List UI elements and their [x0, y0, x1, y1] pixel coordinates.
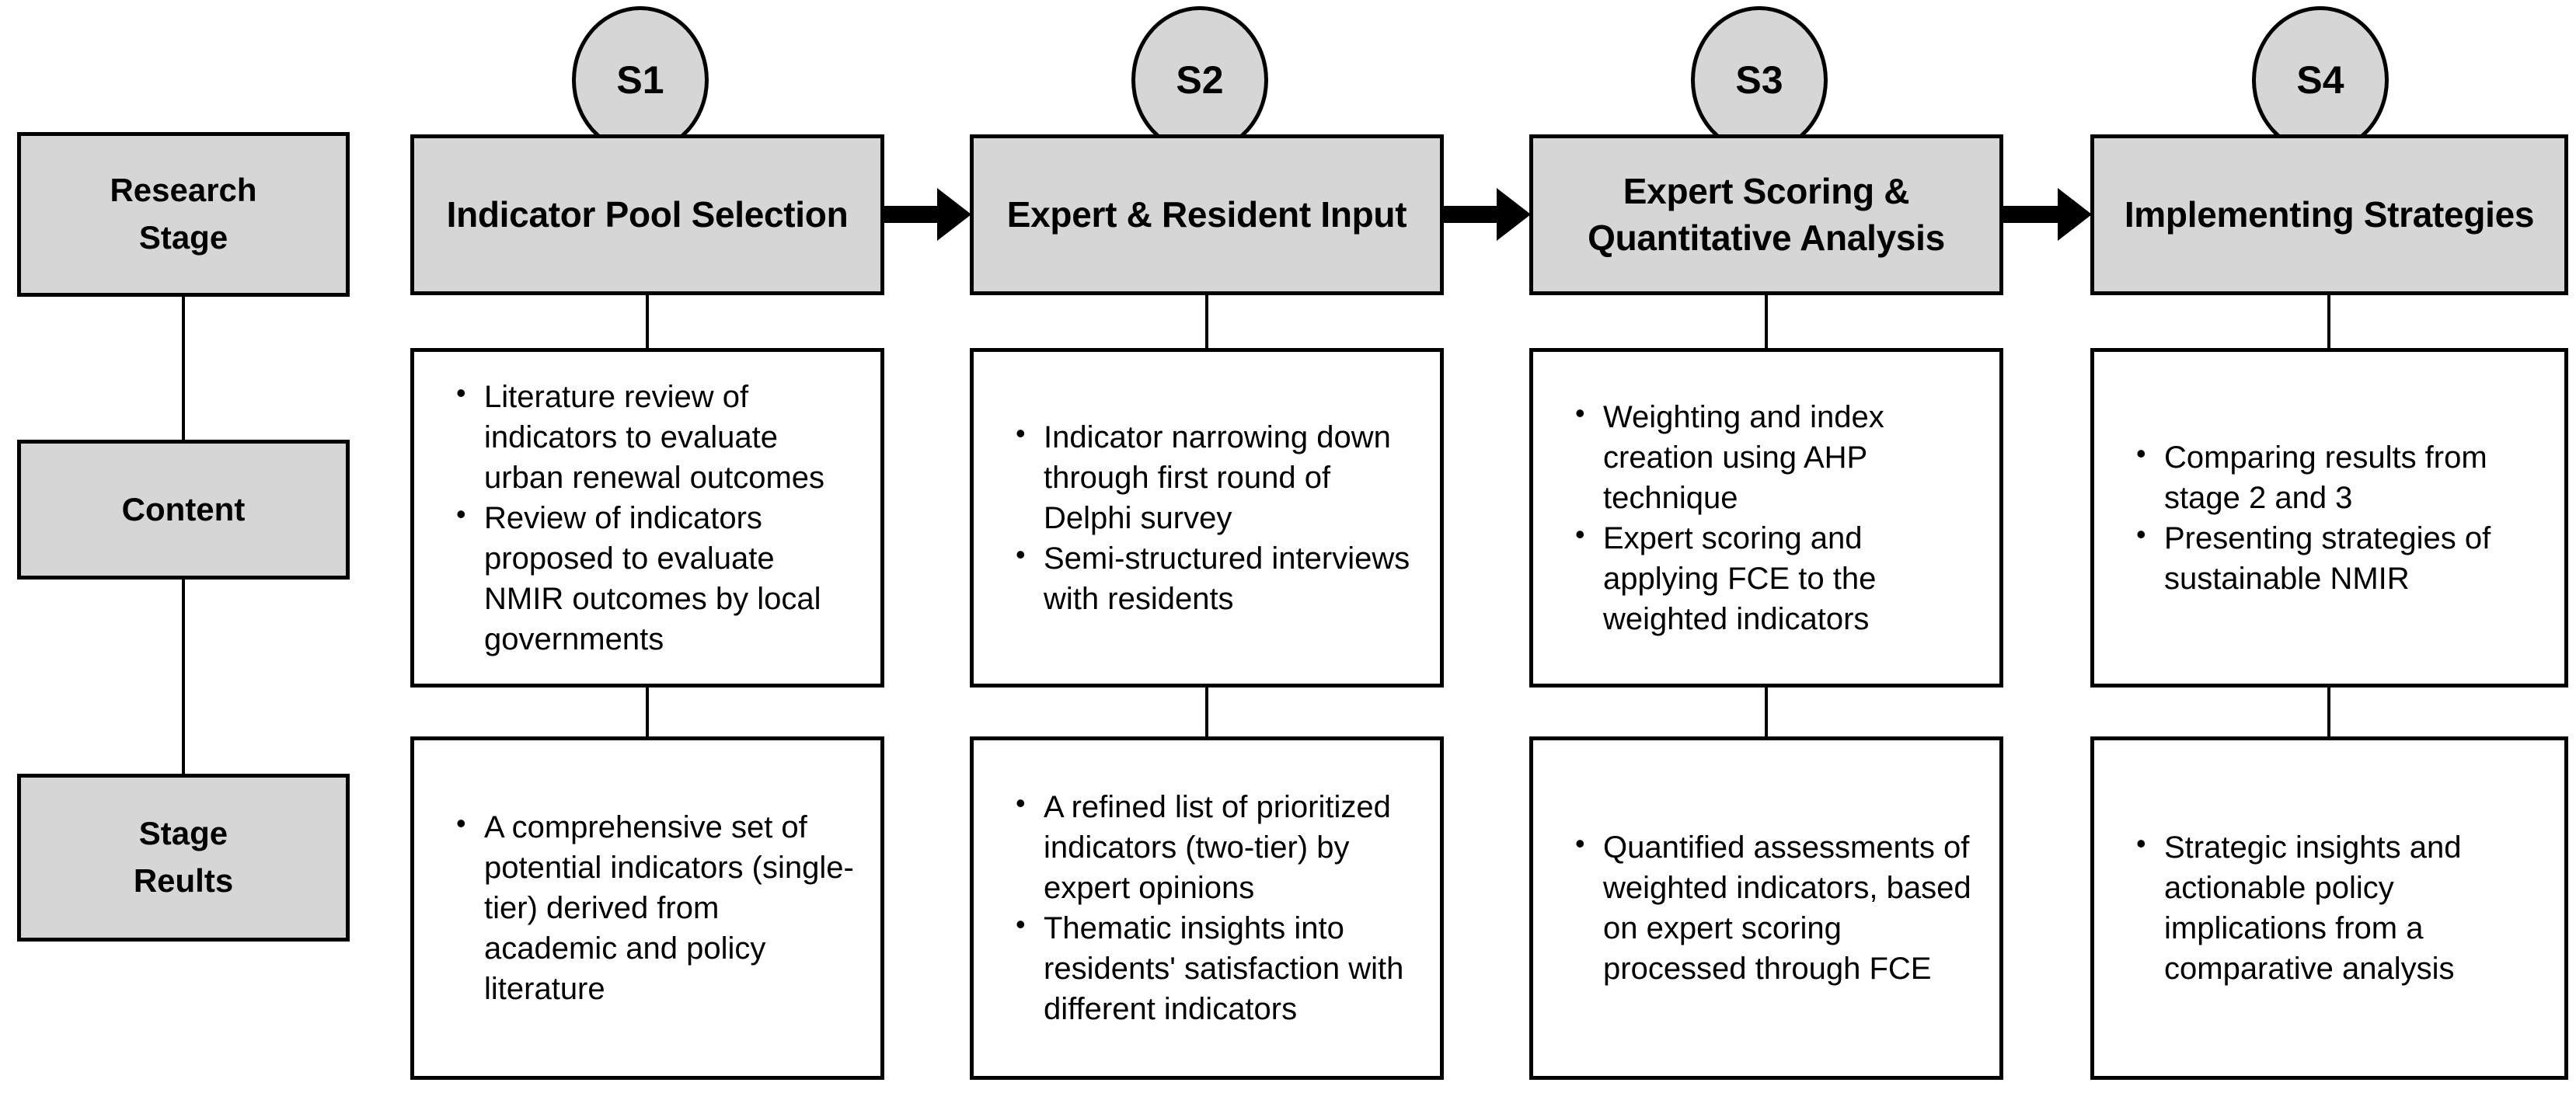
- connector-s1-header-content: [646, 295, 649, 350]
- row-label-content-text: Content: [21, 444, 346, 576]
- stage-content-s2[interactable]: Indicator narrowing down through first r…: [970, 348, 1444, 688]
- stage-result-s1-list: A comprehensive set of potential indicat…: [414, 740, 880, 1076]
- list-item: Thematic insights into residents' satisf…: [1016, 907, 1420, 1029]
- list-item: Comparing results from stage 2 and 3: [2136, 436, 2544, 518]
- arrow-s3-to-s4: [2003, 188, 2092, 241]
- stage-badge-s1-text: S1: [616, 58, 664, 102]
- row-label-research-stage-text: Research Stage: [21, 136, 346, 293]
- connector-s4-content-result: [2327, 688, 2330, 736]
- stage-header-s3-line1: Expert Scoring &: [1623, 170, 1910, 211]
- stage-header-s4[interactable]: Implementing Strategies: [2090, 134, 2568, 295]
- stage-badge-s3-text: S3: [1735, 58, 1783, 102]
- list-item: Strategic insights and actionable policy…: [2136, 826, 2544, 989]
- stage-header-s3[interactable]: Expert Scoring & Quantitative Analysis: [1529, 134, 2003, 295]
- arrow-shaft: [884, 206, 939, 223]
- stage-result-s4[interactable]: Strategic insights and actionable policy…: [2090, 736, 2568, 1080]
- list-item: Quantified assessments of weighted indic…: [1575, 826, 1979, 989]
- connector-s4-header-content: [2327, 295, 2330, 350]
- arrow-s2-to-s3: [1444, 188, 1531, 241]
- row-label-stage-results-text: Stage Reults: [21, 778, 346, 938]
- stage-results-line1: Stage: [138, 815, 228, 852]
- arrow-head-icon: [1497, 188, 1531, 241]
- stage-result-s3-list: Quantified assessments of weighted indic…: [1533, 740, 1999, 1076]
- stage-result-s2[interactable]: A refined list of prioritized indicators…: [970, 736, 1444, 1080]
- connector-s2-header-content: [1205, 295, 1208, 350]
- arrow-head-icon: [937, 188, 971, 241]
- row-label-research-stage: Research Stage: [17, 132, 350, 297]
- stage-header-s3-text: Expert Scoring & Quantitative Analysis: [1533, 138, 1999, 291]
- research-stage-line1: Research: [110, 172, 257, 209]
- stage-header-s3-line2: Quantitative Analysis: [1588, 217, 1945, 258]
- stage-badge-s2: S2: [1131, 6, 1268, 154]
- stage-result-s1[interactable]: A comprehensive set of potential indicat…: [410, 736, 884, 1080]
- stage-content-s1[interactable]: Literature review of indicators to evalu…: [410, 348, 884, 688]
- row-label-content: Content: [17, 440, 350, 580]
- stage-badge-s4-text: S4: [2296, 58, 2344, 102]
- stage-badge-s2-text: S2: [1176, 58, 1224, 102]
- arrow-head-icon: [2058, 188, 2092, 241]
- stage-header-s1[interactable]: Indicator Pool Selection: [410, 134, 884, 295]
- list-item: Presenting strategies of sustainable NMI…: [2136, 517, 2544, 599]
- stage-result-s4-list: Strategic insights and actionable policy…: [2094, 740, 2564, 1076]
- stage-header-s2[interactable]: Expert & Resident Input: [970, 134, 1444, 295]
- stage-results-line2: Reults: [133, 862, 234, 899]
- list-item: Weighting and index creation using AHP t…: [1575, 395, 1979, 518]
- row-label-stage-results: Stage Reults: [17, 774, 350, 942]
- list-item: Review of indicators proposed to evaluat…: [456, 496, 860, 660]
- stage-content-s4-list: Comparing results from stage 2 and 3 Pre…: [2094, 352, 2564, 684]
- content-line1: Content: [121, 490, 246, 527]
- arrow-s1-to-s2: [884, 188, 971, 241]
- stage-result-s3[interactable]: Quantified assessments of weighted indic…: [1529, 736, 2003, 1080]
- stage-header-s4-text: Implementing Strategies: [2094, 138, 2564, 291]
- stage-header-s1-line1: Indicator Pool Selection: [446, 193, 849, 235]
- stage-header-s1-text: Indicator Pool Selection: [414, 138, 880, 291]
- connector-label-2: [182, 580, 185, 774]
- stage-content-s3[interactable]: Weighting and index creation using AHP t…: [1529, 348, 2003, 688]
- list-item: Literature review of indicators to evalu…: [456, 375, 860, 498]
- connector-s1-content-result: [646, 688, 649, 736]
- arrow-shaft: [2003, 206, 2059, 223]
- stage-content-s4[interactable]: Comparing results from stage 2 and 3 Pre…: [2090, 348, 2568, 688]
- stage-content-s3-list: Weighting and index creation using AHP t…: [1533, 352, 1999, 684]
- stage-badge-s4: S4: [2252, 6, 2389, 154]
- list-item: Semi-structured interviews with resident…: [1016, 537, 1420, 619]
- connector-s3-content-result: [1765, 688, 1768, 736]
- stage-result-s2-list: A refined list of prioritized indicators…: [974, 740, 1440, 1076]
- research-stage-line2: Stage: [138, 219, 228, 256]
- list-item: Indicator narrowing down through first r…: [1016, 416, 1420, 538]
- stage-header-s2-text: Expert & Resident Input: [974, 138, 1440, 291]
- stage-badge-s1: S1: [572, 6, 709, 154]
- arrow-shaft: [1444, 206, 1498, 223]
- list-item: A refined list of prioritized indicators…: [1016, 785, 1420, 908]
- stage-header-s4-line1: Implementing Strategies: [2124, 193, 2535, 235]
- connector-label-1: [182, 297, 185, 440]
- stage-content-s2-list: Indicator narrowing down through first r…: [974, 352, 1440, 684]
- connector-s2-content-result: [1205, 688, 1208, 736]
- stage-badge-s3: S3: [1691, 6, 1828, 154]
- stage-content-s1-list: Literature review of indicators to evalu…: [414, 352, 880, 684]
- list-item: Expert scoring and applying FCE to the w…: [1575, 517, 1979, 639]
- connector-s3-header-content: [1765, 295, 1768, 350]
- list-item: A comprehensive set of potential indicat…: [456, 806, 860, 1009]
- stage-header-s2-line1: Expert & Resident Input: [1006, 193, 1407, 235]
